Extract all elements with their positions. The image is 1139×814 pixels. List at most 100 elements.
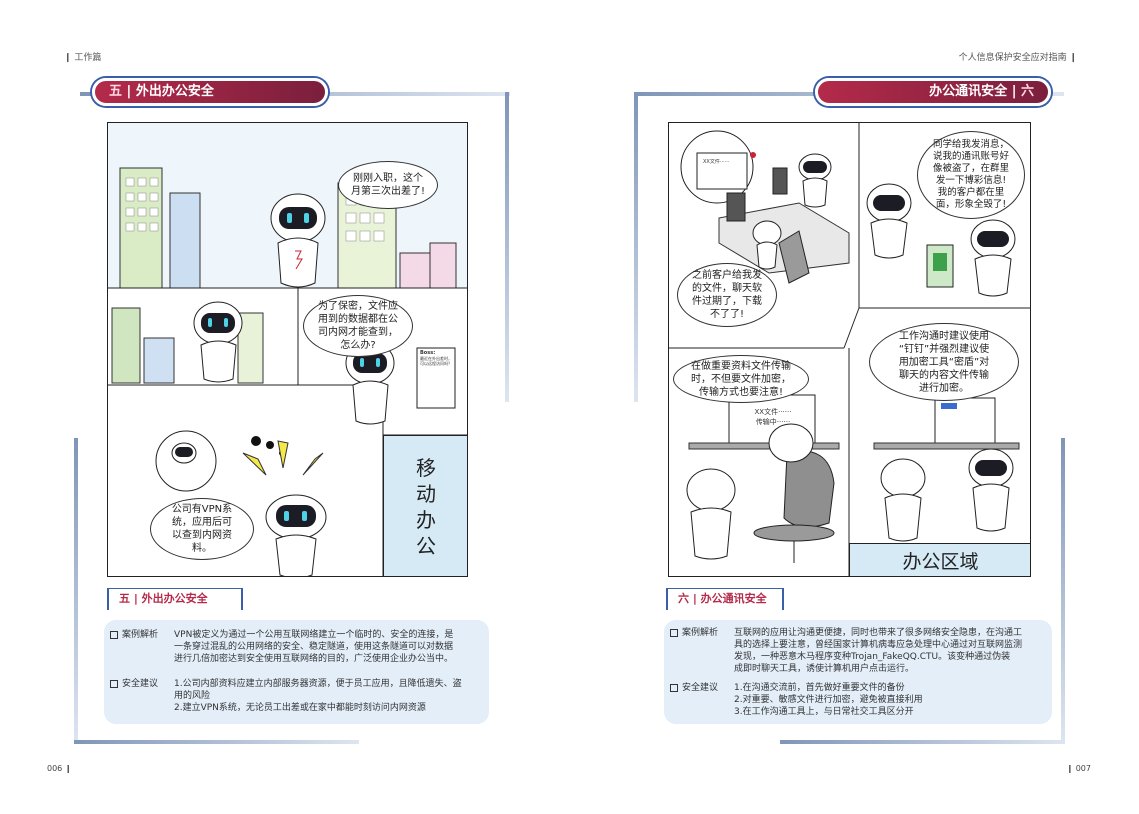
left-bubble-2: 为了保密，文件应 用到的数据都在公 司内网才能查到， 怎么办? (303, 295, 413, 357)
right-advice-key: 安全建议 (682, 683, 719, 693)
right-banner: 办公通讯安全 | 六 (815, 78, 1051, 106)
right-banner-title: 办公通讯安全 (929, 84, 1008, 99)
right-bubble-3-line: 聊天的内容文件传输 (899, 369, 989, 381)
right-comic: XX文件······ 同学给我发消息， 说我的通讯账号好 像被盗了，在群里 发一… (668, 122, 1031, 577)
right-case-text: 互联网的应用让沟通更便捷，同时也带来了很多网络安全隐患，在沟通工 具的选择上要注… (734, 627, 1046, 675)
right-case-line: 具的选择上要注意，曾经国家计算机病毒应急处理中心通过对互联网监测 (734, 640, 1023, 650)
right-case-key: 案例解析 (682, 628, 719, 638)
left-banner-num: 五 (109, 84, 123, 99)
right-bubble-4: 在做重要资料文件传输 时，不但要文件加密， 传输方式也要注意! (673, 355, 809, 403)
left-frame-left (74, 438, 78, 743)
square-bullet-icon (670, 684, 678, 692)
right-monitor-2: XX文件······ 传输中······ (733, 407, 813, 427)
right-frame-left (634, 92, 638, 402)
right-case-line: 成即时聊天工具，诱使计算机用户点击运行。 (734, 664, 915, 674)
right-bubble-3-line: 工作沟通时建议使用 (899, 330, 989, 342)
left-bubble-3-line: 公司有VPN系 (171, 504, 233, 515)
right-info-box: 案例解析 互联网的应用让沟通更便捷，同时也带来了很多网络安全隐患，在沟通工 具的… (664, 620, 1052, 724)
square-bullet-icon (110, 631, 118, 639)
right-bubble-1-line: 发一下博彩信息! (935, 175, 1007, 186)
right-banner-sep: | (1011, 84, 1017, 99)
left-info-box: 案例解析 VPN被定义为通过一个公用互联网络建立一个临时的、安全的连接，是 一条… (104, 620, 489, 724)
right-case-line: 发现，一种恶意木马程序变种Trojan_FakeQQ.CTU。该变种通过伪装 (734, 652, 1011, 662)
left-bubble-2-line: 怎么办? (340, 340, 376, 351)
left-advice-row: 安全建议 1.公司内部资料应建立内部服务器资源，便于员工应用，且降低遗失、盗 用… (110, 678, 482, 714)
left-bubble-1: 刚刚入职，这个 月第三次出差了! (338, 161, 438, 209)
right-case-line: 互联网的应用让沟通更便捷，同时也带来了很多网络安全隐患，在沟通工 (734, 628, 1023, 638)
right-bubble-1-line: 我的客户都在里 (937, 187, 1005, 198)
left-label-char: 办 (416, 507, 436, 532)
right-advice-line: 1.在沟通交流前，首先做好重要文件的备份 (734, 683, 905, 693)
left-bubble-2-line: 司内网才能查到， (318, 327, 398, 338)
right-bubble-1-line: 说我的通讯账号好 (932, 151, 1009, 162)
right-header-text: 个人信息保护安全应对指南 (958, 53, 1067, 63)
right-bubble-2-line: 的文件，聊天软 (692, 283, 762, 294)
right-bubble-3: 工作沟通时建议使用 “钉钉”并强烈建议使 用加密工具“密盾”对 聊天的内容文件传… (869, 323, 1019, 401)
left-comic-label: 移 动 办 公 (383, 435, 467, 576)
left-bubble-3-line: 料。 (191, 543, 212, 554)
left-bubble-1-line: 刚刚入职，这个 (352, 173, 423, 184)
right-bubble-1: 同学给我发消息， 说我的通讯账号好 像被盗了，在群里 发一下博彩信息! 我的客户… (917, 131, 1025, 219)
right-bubble-1-line: 像被盗了，在群里 (932, 163, 1009, 174)
right-banner-num: 六 (1020, 84, 1034, 99)
right-page-header: 个人信息保护安全应对指南 ❙ (958, 53, 1077, 63)
right-comic-art (669, 123, 1030, 576)
left-page-header: ❙ 工作篇 (64, 53, 102, 63)
left-frame-right (505, 92, 509, 402)
right-bubble-4-line: 在做重要资料文件传输 (691, 360, 791, 372)
right-bubble-2: 之前客户给我发 的文件，聊天软 件过期了，下载 不了了! (677, 263, 777, 327)
right-advice-text: 1.在沟通交流前，首先做好重要文件的备份 2.对重要、敏感文件进行加密，避免被直… (734, 682, 1046, 718)
left-section-tag-text: 五 | 外出办公安全 (119, 592, 208, 605)
left-advice-line: 1.公司内部资料应建立内部服务器资源，便于员工应用，且降低遗失、盗 (174, 679, 462, 689)
left-case-row: 案例解析 VPN被定义为通过一个公用互联网络建立一个临时的、安全的连接，是 一条… (110, 629, 482, 665)
right-bubble-1-line: 面，形象全毁了! (935, 199, 1007, 210)
right-bubble-4-line: 传输方式也要注意! (698, 386, 783, 398)
left-banner-title: 外出办公安全 (135, 84, 214, 99)
left-comic-art (108, 123, 467, 576)
right-frame-bottom (780, 740, 1065, 744)
right-case-row: 案例解析 互联网的应用让沟通更便捷，同时也带来了很多网络安全隐患，在沟通工 具的… (670, 627, 1046, 675)
right-bubble-3-line: 进行加密。 (919, 382, 969, 394)
right-monitor-1: XX文件······ (703, 159, 749, 165)
left-case-text: VPN被定义为通过一个公用互联网络建立一个临时的、安全的连接，是 一条穿过混乱的… (174, 629, 482, 665)
right-bubble-3-line: “钉钉”并强烈建议使 (898, 343, 990, 355)
right-page-number: ❙ 007 (1066, 764, 1091, 773)
right-advice-line: 3.在工作沟通工具上，与日常社交工具区分开 (734, 707, 914, 717)
left-label-char: 移 (416, 455, 436, 480)
left-label-char: 公 (416, 533, 436, 558)
left-board-text: 最近在外出差时，可以远程访问吗？ (420, 356, 452, 366)
left-advice-key: 安全建议 (122, 679, 159, 689)
left-banner-sep: | (126, 84, 132, 99)
left-bubble-1-line: 月第三次出差了! (350, 186, 425, 197)
right-monitor-1-text: XX文件······ (703, 159, 730, 165)
square-bullet-icon (670, 629, 678, 637)
square-bullet-icon (110, 680, 118, 688)
left-page-number-text: 006 (47, 764, 63, 773)
left-bubble-3: 公司有VPN系 统，应用后可 以查到内网资 料。 (150, 498, 254, 560)
right-section-tag-text: 六 | 办公通讯安全 (678, 592, 767, 605)
left-bubble-3-line: 以查到内网资 (171, 530, 232, 541)
right-bubble-2-line: 件过期了，下载 (692, 296, 762, 307)
right-page-number-text: 007 (1075, 764, 1091, 773)
right-monitor-2-title: XX文件······ (754, 408, 792, 416)
left-bubble-3-line: 统，应用后可 (171, 517, 232, 528)
left-case-line: VPN被定义为通过一个公用互联网络建立一个临时的、安全的连接，是 (174, 630, 454, 640)
left-bubble-2-line: 用到的数据都在公 (318, 314, 398, 325)
left-board-title: Boss: (420, 350, 436, 356)
left-frame-bottom (74, 740, 359, 744)
left-page-number: 006 ❙ (47, 764, 72, 773)
left-advice-text: 1.公司内部资料应建立内部服务器资源，便于员工应用，且降低遗失、盗 用的风险 2… (174, 678, 482, 714)
right-advice-line: 2.对重要、敏感文件进行加密，避免被直接利用 (734, 695, 923, 705)
left-case-line: 进行几倍加密达到安全使用互联网络的目的，广泛使用企业办公当中。 (174, 654, 454, 664)
right-label-text: 办公区域 (902, 551, 979, 573)
left-banner: 五 | 外出办公安全 (92, 78, 328, 106)
right-bubble-3-line: 用加密工具“密盾”对 (898, 356, 990, 368)
right-bubble-2-line: 之前客户给我发 (692, 270, 762, 281)
right-bubble-1-line: 同学给我发消息， (932, 139, 1009, 150)
left-case-line: 一条穿过混乱的公用网络的安全、稳定隧道，使用这条隧道可以对数据 (174, 642, 454, 652)
left-header-text: 工作篇 (74, 53, 102, 63)
right-comic-label: 办公区域 (849, 543, 1030, 576)
right-bubble-4-line: 时，不但要文件加密， (691, 373, 791, 385)
left-board: Boss: 最近在外出差时，可以远程访问吗？ (418, 349, 454, 407)
right-advice-row: 安全建议 1.在沟通交流前，首先做好重要文件的备份 2.对重要、敏感文件进行加密… (670, 682, 1046, 718)
